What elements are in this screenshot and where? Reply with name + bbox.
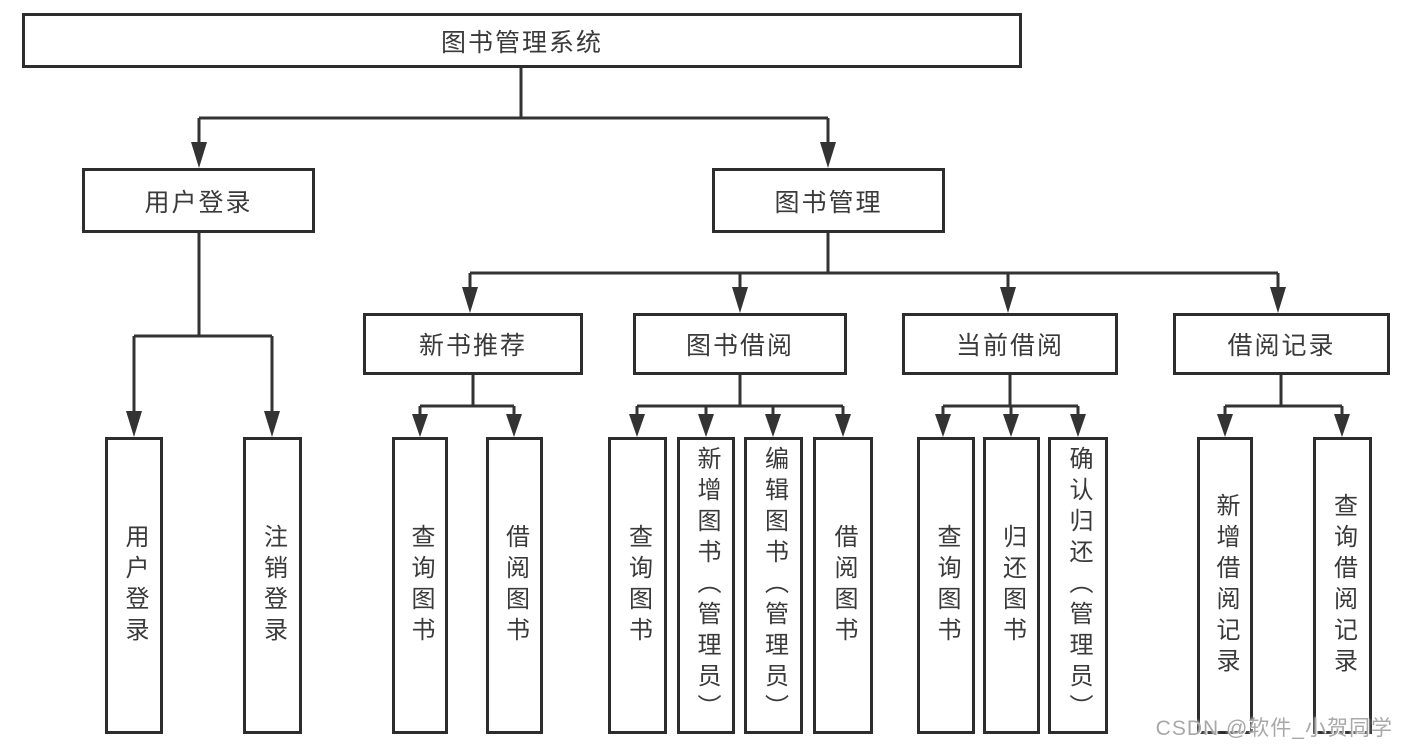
node-new-book-recommend: 新书推荐 [363, 313, 583, 375]
node-new-book-recommend-label: 新书推荐 [418, 332, 527, 360]
node-user-login: 用户登录 [82, 168, 315, 233]
leaf-edit-books-admin: 编辑图书（管理员） [744, 437, 803, 734]
node-book-borrowing: 图书借阅 [633, 313, 847, 375]
leaf-add-books-admin: 新增图书（管理员） [677, 437, 735, 734]
watermark: CSDN @软件_小贺同学 [1155, 717, 1393, 740]
leaf-confirm-return-admin: 确认归还（管理员） [1048, 437, 1108, 734]
leaf-query-books-2: 查询图书 [608, 437, 667, 734]
node-book-management-label: 图书管理 [774, 188, 883, 217]
leaf-query-books-1: 查询图书 [392, 437, 448, 734]
leaf-query-books-1-label: 查询图书 [407, 523, 434, 648]
leaf-borrow-books-2-label: 借阅图书 [830, 523, 857, 648]
leaf-logout-login-label: 注销登录 [259, 523, 287, 648]
node-book-management: 图书管理 [712, 168, 945, 233]
leaf-logout-login: 注销登录 [243, 437, 302, 734]
leaf-edit-books-admin-label: 编辑图书（管理员） [760, 446, 788, 725]
leaf-borrow-books-1-label: 借阅图书 [501, 523, 529, 648]
node-borrow-records: 借阅记录 [1173, 313, 1390, 375]
leaf-user-login: 用户登录 [105, 437, 163, 734]
leaf-query-borrow-record-label: 查询借阅记录 [1329, 492, 1357, 679]
leaf-add-borrow-record-label: 新增借阅记录 [1212, 492, 1239, 679]
leaf-query-books-2-label: 查询图书 [624, 523, 652, 648]
leaf-query-books-3-label: 查询图书 [933, 523, 960, 648]
leaf-borrow-books-1: 借阅图书 [486, 437, 543, 734]
leaf-user-login-label: 用户登录 [121, 523, 148, 648]
leaf-return-books-label: 归还图书 [998, 523, 1026, 648]
leaf-query-books-3: 查询图书 [917, 437, 975, 734]
leaf-confirm-return-admin-label: 确认归还（管理员） [1065, 446, 1092, 725]
leaf-query-borrow-record: 查询借阅记录 [1313, 437, 1372, 734]
leaf-add-books-admin-label: 新增图书（管理员） [693, 446, 720, 725]
node-current-borrowing-label: 当前借阅 [955, 332, 1064, 360]
node-user-login-label: 用户登录 [144, 188, 253, 217]
node-root: 图书管理系统 [22, 13, 1022, 68]
node-current-borrowing: 当前借阅 [902, 313, 1118, 375]
leaf-borrow-books-2: 借阅图书 [813, 437, 873, 734]
node-root-label: 图书管理系统 [440, 28, 603, 57]
node-book-borrowing-label: 图书借阅 [685, 332, 794, 360]
node-borrow-records-label: 借阅记录 [1227, 332, 1336, 360]
leaf-add-borrow-record: 新增借阅记录 [1197, 437, 1253, 734]
leaf-return-books: 归还图书 [983, 437, 1040, 734]
